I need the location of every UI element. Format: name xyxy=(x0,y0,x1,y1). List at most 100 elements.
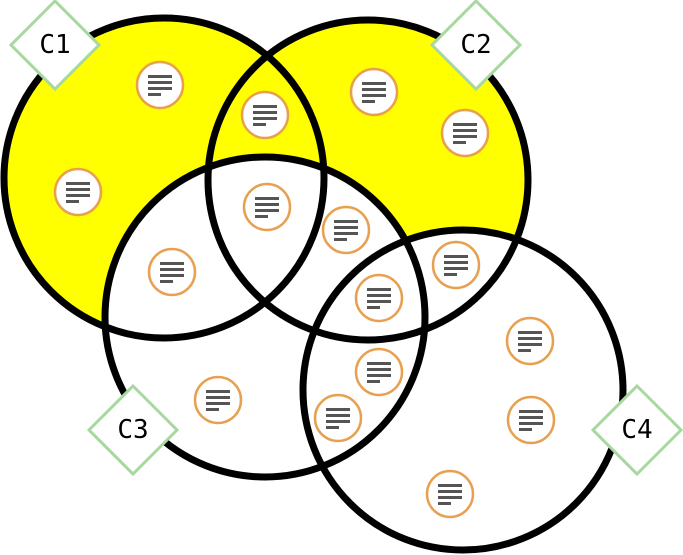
document-icon-line xyxy=(367,288,391,291)
circle-c1 xyxy=(0,14,328,342)
document-icon-line xyxy=(438,490,462,493)
document-icon-line xyxy=(367,306,380,309)
document-icon[interactable] xyxy=(135,60,185,110)
document-icon-line xyxy=(334,226,358,229)
document-icon-line xyxy=(444,267,468,270)
document-icon-line xyxy=(206,396,230,399)
document-icon[interactable] xyxy=(242,182,292,232)
document-icon-ring xyxy=(354,273,404,323)
document-icon-line xyxy=(160,268,184,271)
document-icon-line xyxy=(255,209,279,212)
document-icon[interactable] xyxy=(425,469,475,519)
document-icon-line xyxy=(362,94,386,97)
document-icon-line xyxy=(148,93,161,96)
circle-c3 xyxy=(101,153,429,481)
document-icons xyxy=(53,60,556,519)
document-icon-line xyxy=(367,374,391,377)
document-icon-line xyxy=(367,368,391,371)
document-icon-ring xyxy=(431,240,481,290)
document-icon[interactable] xyxy=(354,347,404,397)
set-label-c3: C3 xyxy=(86,383,180,477)
document-icon-ring xyxy=(425,469,475,519)
document-icon-line xyxy=(444,261,468,264)
document-icon-ring xyxy=(313,393,363,443)
document-icon-ring xyxy=(240,90,290,140)
document-icon-line xyxy=(367,380,380,383)
set-labels: C1 C2 C3 C4 xyxy=(8,0,683,477)
label-diamond xyxy=(86,383,180,477)
document-icon-line xyxy=(66,200,79,203)
document-icon-ring xyxy=(193,375,243,425)
document-icon-line xyxy=(253,105,277,108)
document-icon-line xyxy=(206,402,230,405)
document-icon-ring xyxy=(349,67,399,117)
circle-c4 xyxy=(299,226,627,554)
document-icon-line xyxy=(438,484,462,487)
document-icon[interactable] xyxy=(349,67,399,117)
document-icon-line xyxy=(160,274,184,277)
document-icon-line xyxy=(519,422,543,425)
set-label-c4-text: C4 xyxy=(621,415,652,445)
label-diamond xyxy=(429,0,523,92)
document-icon[interactable] xyxy=(506,395,556,445)
document-icon-line xyxy=(253,123,266,126)
document-icon[interactable] xyxy=(147,247,197,297)
document-icon-line xyxy=(367,362,391,365)
label-diamond xyxy=(8,0,102,92)
document-icon-ring xyxy=(506,395,556,445)
label-diamond xyxy=(590,383,683,477)
document-icon[interactable] xyxy=(440,108,490,158)
circle-c2 xyxy=(204,16,532,344)
document-icon[interactable] xyxy=(240,90,290,140)
set-label-c3-text: C3 xyxy=(117,415,148,445)
document-icon-line xyxy=(253,117,277,120)
set-label-c4: C4 xyxy=(590,383,683,477)
document-icon-line xyxy=(453,123,477,126)
document-icon-line xyxy=(255,203,279,206)
document-icon-line xyxy=(362,100,375,103)
document-icon-line xyxy=(519,428,532,431)
document-icon-ring xyxy=(135,60,185,110)
document-icon-ring xyxy=(53,167,103,217)
document-icon-line xyxy=(326,420,350,423)
document-icon-line xyxy=(367,300,391,303)
document-icon-line xyxy=(453,141,466,144)
document-icon-ring xyxy=(321,205,371,255)
document-icon-line xyxy=(438,496,462,499)
document-icon-line xyxy=(253,111,277,114)
document-icon[interactable] xyxy=(193,375,243,425)
document-icon[interactable] xyxy=(53,167,103,217)
document-icon-ring xyxy=(242,182,292,232)
document-icon-line xyxy=(518,349,531,352)
document-icon-line xyxy=(367,294,391,297)
document-icon-line xyxy=(519,410,543,413)
document-icon-line xyxy=(334,238,347,241)
document-icon-line xyxy=(148,87,172,90)
document-icon-line xyxy=(148,81,172,84)
document-icon-line xyxy=(66,182,90,185)
document-icon-line xyxy=(518,337,542,340)
document-icon-ring xyxy=(440,108,490,158)
document-icon-line xyxy=(444,273,457,276)
document-icon-line xyxy=(66,188,90,191)
set-label-c1: C1 xyxy=(8,0,102,92)
document-icon-line xyxy=(326,426,339,429)
document-icon-line xyxy=(148,75,172,78)
document-icon-line xyxy=(518,331,542,334)
document-icon[interactable] xyxy=(354,273,404,323)
document-icon[interactable] xyxy=(321,205,371,255)
document-icon-line xyxy=(438,502,451,505)
document-icon[interactable] xyxy=(313,393,363,443)
set-label-c1-text: C1 xyxy=(39,30,70,60)
document-icon[interactable] xyxy=(505,316,555,366)
document-icon-line xyxy=(334,232,358,235)
document-icon-line xyxy=(206,390,230,393)
document-icon[interactable] xyxy=(431,240,481,290)
document-icon-line xyxy=(362,82,386,85)
document-icon-line xyxy=(362,88,386,91)
document-icon-line xyxy=(334,220,358,223)
document-icon-ring xyxy=(505,316,555,366)
document-icon-line xyxy=(519,416,543,419)
document-icon-line xyxy=(326,408,350,411)
